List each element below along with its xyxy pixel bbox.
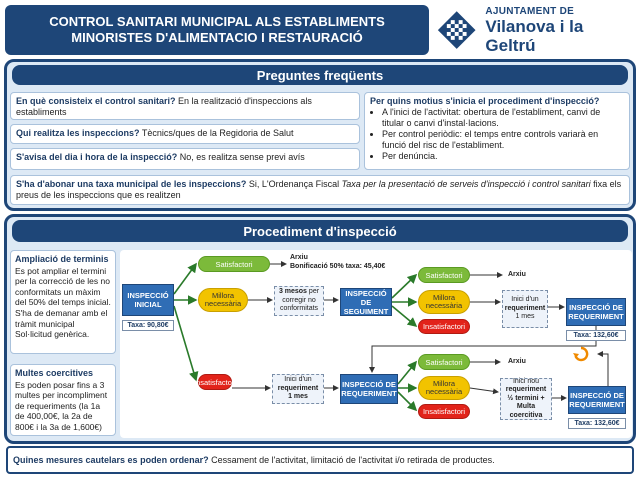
follow-up-inspection-node: INSPECCIÓ DE SEGUIMENT [340,288,392,316]
archive-label: Arxiu [508,271,526,280]
faq-item-notice: S'avisa del dia i hora de la inspecció? … [10,148,360,170]
node-label: SEGUIMENT [343,306,389,316]
list-item: Per denúncia. [382,151,624,162]
faq-question: Qui realitza les inspeccions? [16,128,140,138]
node-label: Millora [211,290,235,300]
archive-text: Arxiu [508,271,526,278]
outcome-unsatisfactory: Insatisfactori [418,319,470,334]
logo-line1: AJUNTAMENT DE [485,5,575,17]
faq-item-what: En què consisteix el control sanitari? E… [10,92,360,120]
box-line: 1 mes [515,313,535,321]
node-label: REQUERIMENT [341,389,397,398]
faq-question: Per quins motius s'inicia el procediment… [370,96,600,106]
box-line: Multa coercitiva [509,403,543,419]
requirement-fee-badge: Taxa: 132,60€ [568,418,626,429]
checkered-shield-icon [437,11,476,49]
faq-question: S'avisa del dia i hora de la inspecció? [16,152,178,162]
faq-answer: Tècnics/ques de la Regidoria de Salut [139,128,294,138]
extension-text: Es pot ampliar el termini per la correcc… [15,265,111,340]
loop-arrow-icon [573,346,589,362]
term-text: per corregir no conformitats [279,288,320,313]
requirement-inspection-node: INSPECCIÓ DE REQUERIMENT [340,374,398,404]
outcome-satisfactory: Satisfactori [418,354,470,370]
outcome-improvement: Millora necessària [418,290,470,314]
node-label: necessària [425,387,463,396]
list-item: Per control periòdic: el temps entre con… [382,129,624,151]
archive-label: Arxiu [508,358,526,367]
reasons-list: A l'inici de l'activitat: obertura de l'… [382,107,624,162]
node-label: INSPECCIÓ DE [342,380,396,389]
node-label: INSPECCIÓ [127,291,169,300]
logo-line2: Vilanova i la Geltrú [485,16,584,55]
correction-term-box: 3 mesos per corregir no conformitats [274,286,324,316]
extension-title: Ampliació de terminis [15,254,109,264]
footer-question: Quines mesures cautelars es poden ordena… [6,446,634,474]
box-line: ½ termini + [507,394,545,402]
requirement-inspection-node: INSPECCIÓ DE REQUERIMENT [566,298,626,326]
list-item: A l'inici de l'activitat: obertura de l'… [382,107,624,129]
box-line: 1 mes [288,393,308,401]
node-label: Millora [432,378,456,388]
page-title: CONTROL SANITARI MUNICIPAL ALS ESTABLIME… [5,5,429,55]
fines-text: Es poden posar fins a 3 multes per incom… [15,379,108,432]
page-title-line2: MINORISTES D'ALIMENTACIO I RESTAURACIÓ [71,30,363,45]
requirement-fee-badge: Taxa: 132,60€ [566,330,626,341]
fines-title: Multes coercitives [15,368,94,378]
extension-note: Ampliació de terminis Es pot ampliar el … [10,250,116,354]
box-line: Inici d'un [511,296,539,304]
initial-fee-badge: Taxa: 90,80€ [122,320,174,331]
page-title-line1: CONTROL SANITARI MUNICIPAL ALS ESTABLIME… [49,14,385,29]
node-label: Millora [432,292,456,302]
procedure-heading: Procediment d'inspecció [12,220,628,242]
requirement-inspection-node: INSPECCIÓ DE REQUERIMENT [568,386,626,414]
logo: AJUNTAMENT DE Vilanova i la Geltrú [436,5,636,55]
faq-question: En què consisteix el control sanitari? [16,96,176,106]
faq-answer: En la realització d'inspeccions als esta… [16,96,312,117]
requirement-box: Inici d'un requeriment 1 mes [502,290,548,328]
node-label: INSPECCIÓ DE [570,391,624,400]
faq-answer-end: fixa els preus de les inspeccions que es… [16,179,622,200]
faq-answer: Si, L'Ordenança Fiscal [246,179,342,189]
box-line: Inici nou [512,377,540,385]
node-label: necessària [204,299,242,308]
faq-item-reasons: Per quins motius s'inicia el procediment… [364,92,630,170]
box-line: requeriment [277,384,319,392]
faq-answer: No, es realitza sense previ avís [177,152,305,162]
archive-bonus-note: Arxiu Bonificació 50% taxa: 45,40€ [290,254,400,271]
outcome-unsatisfactory: Insatisfactori [418,404,470,419]
node-label: necessària [425,301,463,310]
faq-heading: Preguntes freqüents [12,65,628,85]
term-bold: 3 mesos [278,288,307,296]
faq-item-who: Qui realitza les inspeccions? Tècnics/qu… [10,124,360,144]
requirement-box: Inici d'un requeriment 1 mes [272,374,324,404]
faq-item-fee: S'ha d'abonar una taxa municipal de les … [10,175,630,205]
outcome-improvement: Millora necessària [198,288,248,312]
ordinance-name: Taxa per la presentació de serveis d'ins… [341,179,591,189]
initial-inspection-node: INSPECCIÓ INICIAL [122,284,174,316]
archive-label: Arxiu [290,254,308,261]
outcome-improvement: Millora necessària [418,376,470,400]
archive-text: Arxiu [508,358,526,365]
node-label: INSPECCIÓ DE [345,288,387,307]
node-label: INICIAL [134,300,162,309]
outcome-satisfactory: Satisfactori [198,256,270,272]
faq-question: Quines mesures cautelars es poden ordena… [13,454,209,465]
bonus-label: Bonificació 50% taxa: 45,40€ [290,262,386,270]
faq-question: S'ha d'abonar una taxa municipal de les … [16,179,247,189]
outcome-unsatisfactory: Insatisfactori [194,374,236,390]
node-label: REQUERIMENT [569,400,625,409]
outcome-satisfactory: Satisfactori [418,267,470,283]
fines-note: Multes coercitives Es poden posar fins a… [10,364,116,436]
node-label: INSPECCIÓ DE [569,303,623,312]
new-requirement-box: Inici nou requeriment ½ termini + Multa … [500,378,552,420]
box-line: requeriment [504,304,546,312]
box-line: requeriment [505,386,547,394]
faq-answer: Cessament de l'activitat, limitació de l… [208,454,495,465]
node-label: REQUERIMENT [568,312,624,321]
box-line: Inici d'un [284,376,312,384]
